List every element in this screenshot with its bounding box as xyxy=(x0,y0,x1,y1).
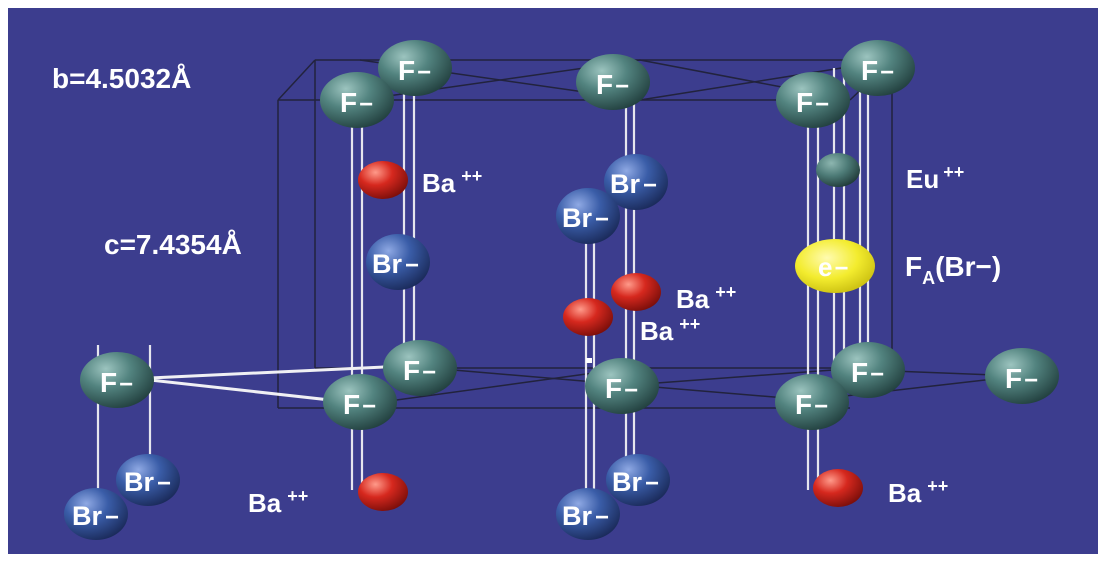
barium-label: Ba++ xyxy=(640,314,700,346)
bromine-ion: Br− xyxy=(604,154,668,210)
svg-text:Br−: Br− xyxy=(372,249,419,279)
barium-ion xyxy=(358,473,408,511)
barium-ion xyxy=(611,273,661,311)
fluorine-bonds xyxy=(149,364,406,404)
svg-text:F−: F− xyxy=(1005,363,1038,394)
europium-ion xyxy=(816,153,860,187)
bromine-ion: Br− xyxy=(64,488,128,540)
fluorine-ion: F− xyxy=(985,348,1059,404)
svg-text:e−: e− xyxy=(818,252,848,282)
bromine-ion: Br− xyxy=(606,454,670,506)
svg-text:Br−: Br− xyxy=(612,467,659,497)
barium-label: Ba++ xyxy=(248,486,308,518)
fluorine-ion: F− xyxy=(775,374,849,430)
svg-text:F−: F− xyxy=(100,367,133,398)
lattice-c-label: c=7.4354Å xyxy=(104,229,242,260)
svg-text:F−: F− xyxy=(795,389,828,420)
barium-label: Ba++ xyxy=(422,166,482,198)
fa-center-label: FA(Br−) xyxy=(905,251,1001,288)
fluorine-ion: F− xyxy=(320,72,394,128)
svg-text:F−: F− xyxy=(403,355,436,386)
unit-cell-edges xyxy=(277,59,1021,409)
svg-text:Br−: Br− xyxy=(562,501,609,531)
fluorine-ion: F− xyxy=(841,40,915,96)
svg-text:F−: F− xyxy=(343,389,376,420)
svg-text:F−: F− xyxy=(340,87,373,118)
diagram-background xyxy=(8,8,1098,554)
fluorine-ion: F− xyxy=(585,358,659,414)
barium-ion xyxy=(563,298,613,336)
bromine-ion: Br− xyxy=(556,188,620,244)
barium-ion xyxy=(813,469,863,507)
fluorine-ion: F− xyxy=(378,40,452,96)
fluorine-ion: F− xyxy=(776,72,850,128)
electron-center: e− xyxy=(795,239,875,293)
svg-text:F−: F− xyxy=(596,69,629,100)
svg-text:Br−: Br− xyxy=(72,501,119,531)
barium-label: Ba++ xyxy=(888,476,948,508)
svg-text:F−: F− xyxy=(861,55,894,86)
barium-ion xyxy=(358,161,408,199)
fluorine-ion: F− xyxy=(80,352,154,408)
barium-label: Ba++ xyxy=(676,282,736,314)
bromine-ion: Br− xyxy=(366,234,430,290)
bromine-ion: Br− xyxy=(116,454,180,506)
fluorine-ion: F− xyxy=(383,340,457,396)
marker-dot xyxy=(586,358,592,363)
svg-text:F−: F− xyxy=(605,373,638,404)
svg-text:F−: F− xyxy=(398,55,431,86)
fluorine-ion: F− xyxy=(576,54,650,110)
svg-text:Br−: Br− xyxy=(124,467,171,497)
europium-label: Eu++ xyxy=(906,162,964,194)
svg-text:Br−: Br− xyxy=(562,203,609,233)
svg-text:F−: F− xyxy=(796,87,829,118)
fluorine-ion: F− xyxy=(831,342,905,398)
svg-text:F−: F− xyxy=(851,357,884,388)
lattice-b-label: b=4.5032Å xyxy=(52,63,191,94)
fluorine-ion: F− xyxy=(323,374,397,430)
bromine-ion: Br− xyxy=(556,488,620,540)
svg-text:Br−: Br− xyxy=(610,169,657,199)
